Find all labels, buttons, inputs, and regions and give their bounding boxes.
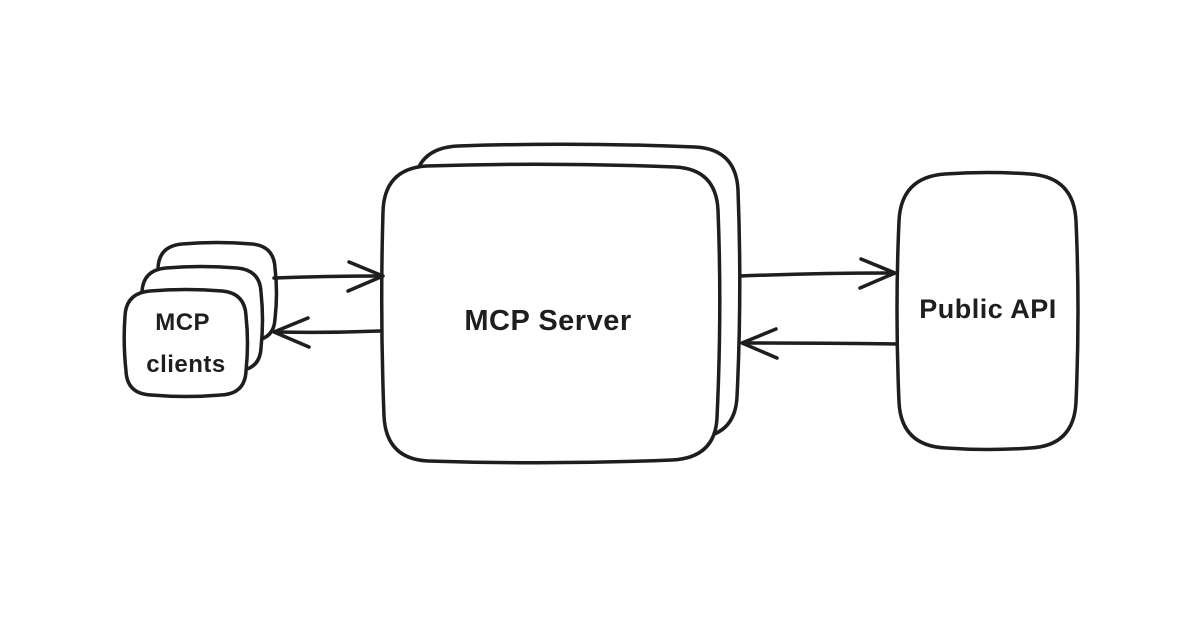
arrow-server-to-api-line — [738, 271, 893, 278]
arrow-clients-to-server-line — [272, 274, 381, 280]
mcp-clients-front-card — [122, 287, 250, 399]
arrow-api-to-server-head — [740, 327, 779, 360]
arrow-server-to-clients-line — [276, 329, 382, 335]
node-mcp-server[interactable]: MCP Server — [379, 142, 742, 465]
arrow-server-to-clients-head — [272, 316, 311, 349]
public-api-card — [895, 170, 1080, 452]
public-api-label: Public API — [919, 294, 1057, 324]
mcp-clients-label: MCP clients — [146, 309, 226, 378]
arrow-server-to-api[interactable] — [738, 257, 897, 290]
arrow-clients-to-server[interactable] — [272, 260, 385, 293]
arrow-api-to-server-line — [744, 341, 899, 346]
arrow-clients-to-server-head — [346, 260, 385, 293]
arrow-server-to-api-head — [858, 257, 897, 290]
arrow-server-to-clients[interactable] — [272, 316, 382, 349]
mcp-server-label: MCP Server — [464, 305, 631, 337]
arrow-api-to-server[interactable] — [740, 327, 899, 360]
node-mcp-clients[interactable]: MCP clients — [122, 240, 279, 399]
node-public-api[interactable]: Public API — [895, 170, 1080, 452]
mcp-server-front-card — [379, 162, 722, 465]
